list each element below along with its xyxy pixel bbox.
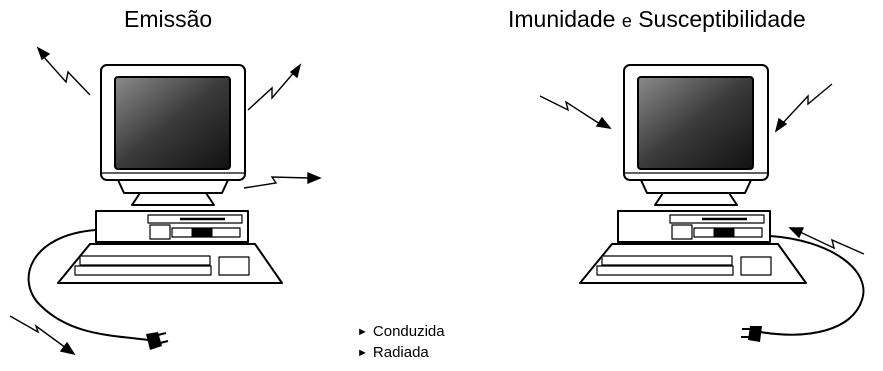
legend-item-radiada: ► Radiada [357, 344, 429, 361]
legend-label: Conduzida [372, 323, 445, 340]
power-cable-left [27, 229, 169, 350]
legend-item-conduzida: ► Conduzida [357, 323, 445, 340]
plug-left [146, 332, 162, 350]
legend-label: Radiada [372, 344, 429, 361]
plug-right [748, 326, 762, 342]
title-emissao: Emissão [124, 6, 213, 32]
monitor-stand-right [640, 179, 752, 194]
power-cable-right [741, 235, 865, 342]
title-right-connector: e [621, 11, 632, 31]
screen-left [114, 76, 231, 170]
legend-marker-icon: ► [357, 326, 368, 338]
title-right-part2: Susceptibilidade [631, 6, 806, 32]
screen-right [637, 76, 754, 170]
title-right-part1: Imunidade [508, 6, 622, 32]
legend-marker-icon: ► [357, 347, 368, 359]
computer-right [579, 64, 807, 284]
immunity-arrows [539, 83, 865, 255]
title-imunidade-susceptibilidade: Imunidade e Susceptibilidade [508, 6, 806, 33]
monitor-stand-left [117, 179, 229, 194]
emission-arrows [9, 46, 322, 356]
computer-left [57, 64, 283, 284]
